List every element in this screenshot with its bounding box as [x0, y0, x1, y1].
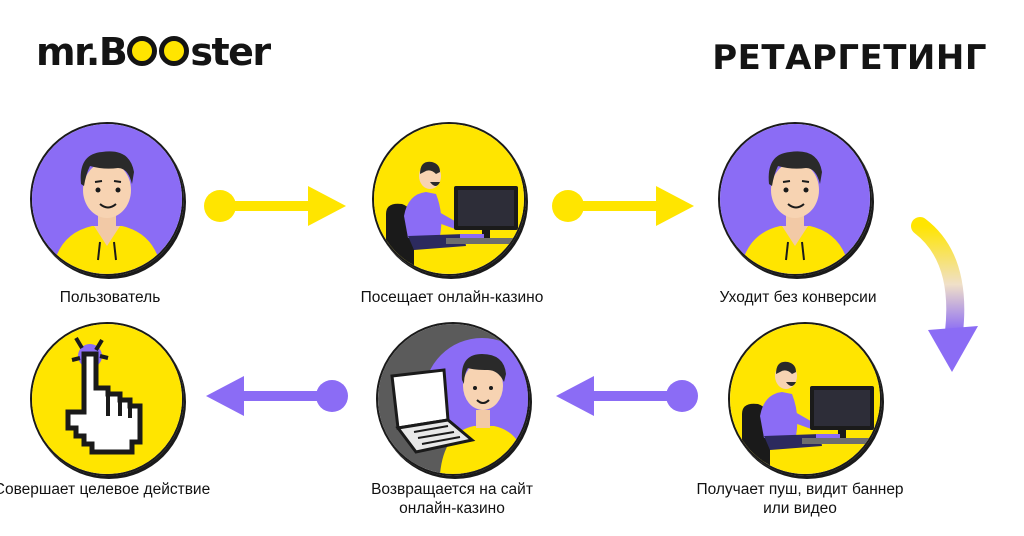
step-6-hand-cursor-icon — [30, 322, 184, 476]
arrow-left-icon — [206, 376, 348, 416]
logo-text-suffix: ster — [190, 30, 271, 74]
step-4-desk-computer-icon — [728, 322, 882, 476]
arrow-left-icon — [556, 376, 698, 416]
arrow-right-icon — [552, 186, 694, 226]
logo-o-icon — [159, 36, 190, 66]
step-5-label: Возвращается на сайт онлайн-казино — [371, 481, 533, 517]
step-3-label: Уходит без конверсии — [719, 289, 877, 306]
logo-o-icon — [127, 36, 158, 66]
step-3-person-icon — [718, 122, 872, 276]
step-2-label: Посещает онлайн-казино — [360, 289, 544, 306]
brand-logo: mr.B ster — [36, 30, 271, 74]
page-title: РЕТАРГЕТИНГ — [712, 38, 987, 78]
step-6-label: Совершает целевое действие — [0, 481, 211, 498]
step-5-laptop-icon — [376, 322, 530, 476]
curved-arrow-icon — [911, 217, 978, 372]
step-1-label: Пользователь — [59, 289, 161, 306]
step-2-desk-computer-icon — [372, 122, 526, 276]
arrow-right-icon — [204, 186, 346, 226]
logo-text-prefix: mr.B — [36, 30, 128, 74]
step-1-person-icon — [30, 122, 184, 276]
step-4-label: Получает пуш, видит баннер или видео — [696, 481, 904, 517]
